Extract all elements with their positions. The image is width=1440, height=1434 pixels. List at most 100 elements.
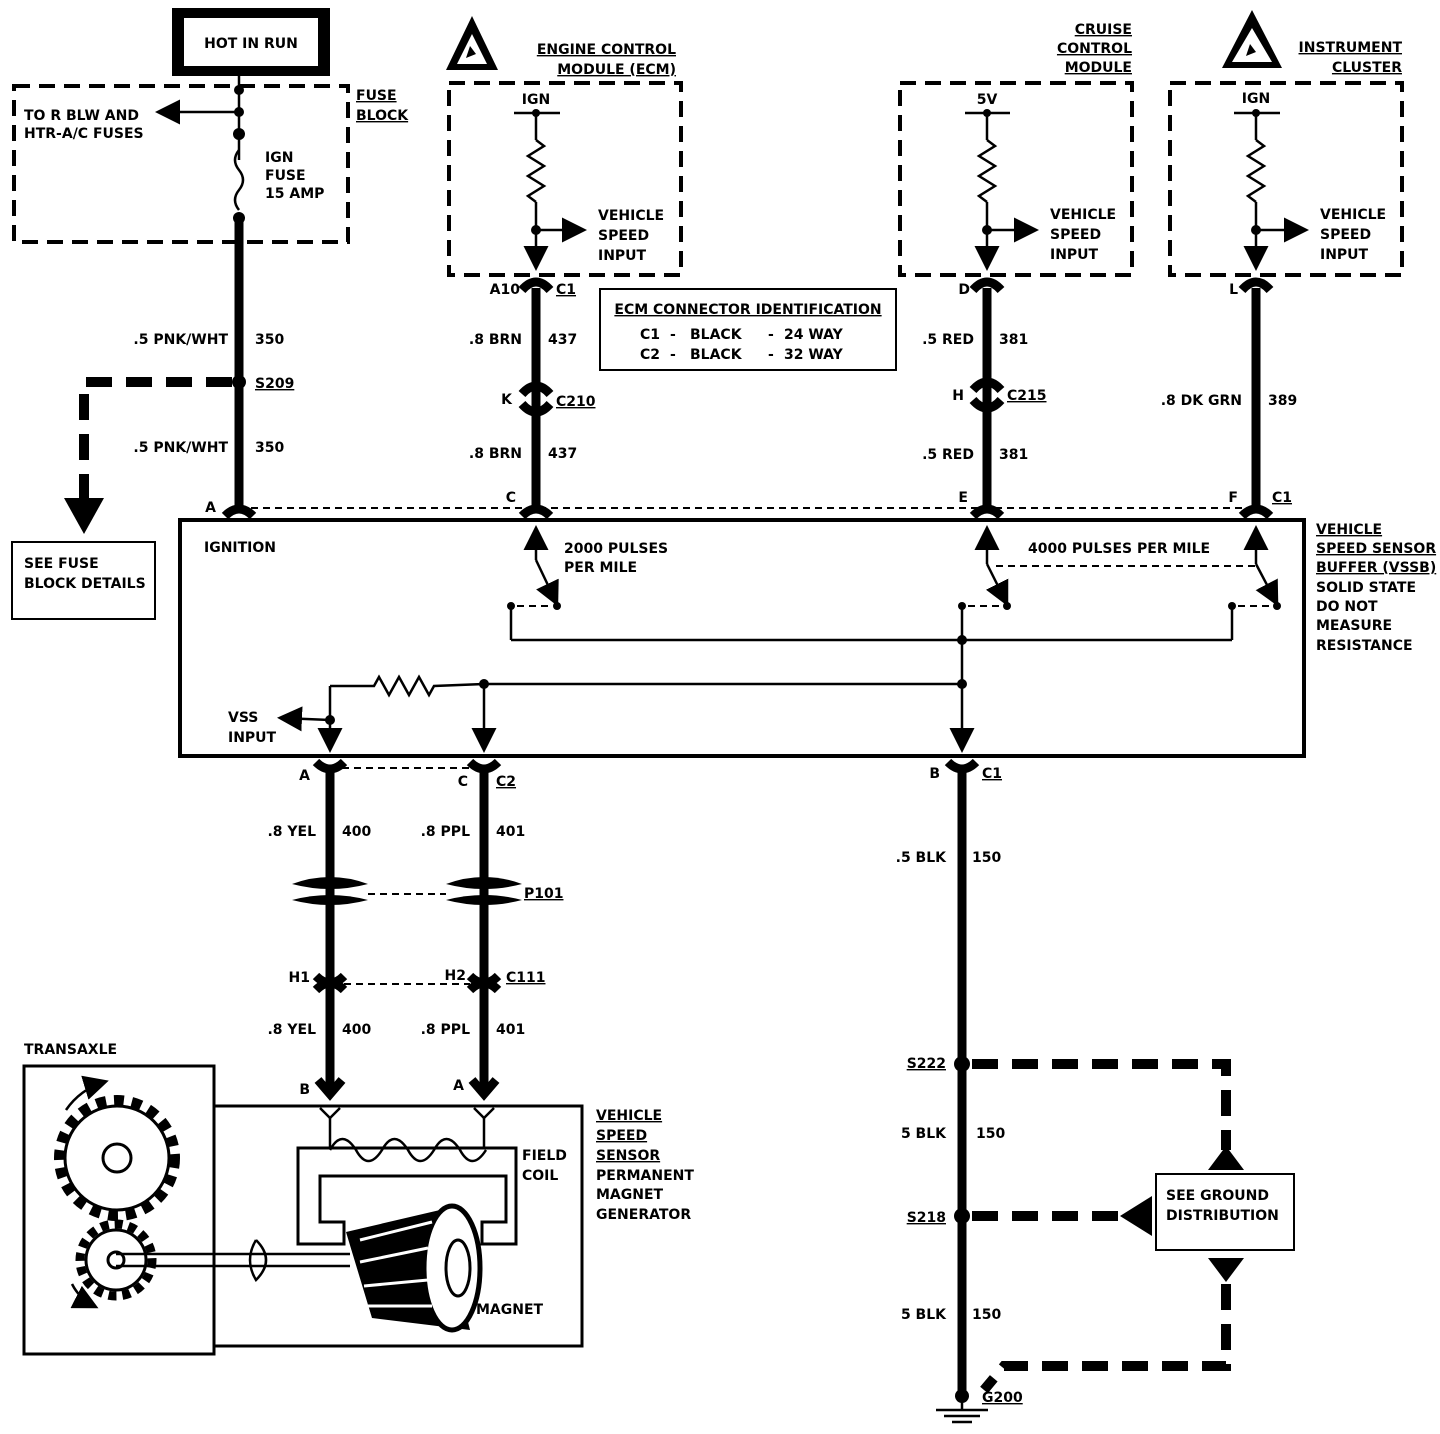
- ecm-id-r1-way: 24 WAY: [784, 327, 844, 343]
- gear-icon: [54, 1095, 180, 1221]
- wire-label-red1: .5 RED: [922, 332, 974, 348]
- see-ground-box: SEE GROUND DISTRIBUTION: [1155, 1173, 1295, 1251]
- vss-title-3: SENSOR: [596, 1148, 660, 1164]
- fuse-block: FUSE BLOCK TO R BLW AND HTR-A/C FUSES IG…: [12, 76, 409, 244]
- vss-title-6: GENERATOR: [596, 1207, 691, 1223]
- hot-in-run-box: HOT IN RUN: [172, 8, 330, 76]
- ecm-conn: C1: [556, 282, 576, 298]
- hot-in-run-label: HOT IN RUN: [204, 36, 298, 52]
- wire-num-blk1: 150: [972, 850, 1001, 866]
- fuse-block-title-2: BLOCK: [356, 108, 409, 124]
- connector-p101: P101: [292, 877, 563, 905]
- resistor-icon: [328, 674, 485, 720]
- wire-label-blk3: 5 BLK: [901, 1307, 947, 1323]
- wire-label-red2: .5 RED: [922, 447, 974, 463]
- wire-num-yel2: 400: [342, 1022, 371, 1038]
- ecm-supply: IGN: [522, 92, 550, 108]
- vssb-note-2: DO NOT: [1316, 599, 1378, 615]
- cluster-title-2: CLUSTER: [1332, 60, 1402, 76]
- vssb-p4000: 4000 PULSES PER MILE: [1028, 541, 1210, 557]
- see-ground-l2: DISTRIBUTION: [1166, 1208, 1279, 1224]
- wire-label-pnk1: .5 PNK/WHT: [133, 332, 228, 348]
- ecm-connector-id-box: ECM CONNECTOR IDENTIFICATION C1 - BLACK …: [599, 288, 897, 371]
- g200-label: G200: [982, 1390, 1023, 1406]
- esd-warning-icon: [1222, 10, 1282, 68]
- gear-icon: [75, 1219, 157, 1301]
- cruise-title-3: MODULE: [1065, 60, 1132, 76]
- magnet-icon: [346, 1203, 483, 1333]
- wire-num-ppl1: 401: [496, 824, 525, 840]
- vssb-note-3: MEASURE: [1316, 618, 1392, 634]
- wire-label-brn1: .8 BRN: [469, 332, 522, 348]
- wire-num-pnk2: 350: [255, 440, 284, 456]
- connector-c215: [969, 377, 1005, 413]
- cruise-title-1: CRUISE: [1075, 22, 1132, 38]
- cruise-title-2: CONTROL: [1057, 41, 1132, 57]
- resistor-icon: [976, 139, 998, 203]
- cluster-input-1: VEHICLE: [1320, 207, 1386, 223]
- cruise-supply: 5V: [977, 92, 998, 108]
- vssb-pin-e: E: [958, 490, 968, 506]
- wire-num-grn: 389: [1268, 393, 1297, 409]
- ground-icon: [936, 1396, 988, 1424]
- wire-num-ppl2: 401: [496, 1022, 525, 1038]
- wire-label-ppl1: .8 PPL: [421, 824, 470, 840]
- ecm-input-3: INPUT: [598, 248, 647, 264]
- vssb-title-2: SPEED SENSOR: [1316, 541, 1436, 557]
- fuse-block-title-1: FUSE: [356, 88, 397, 104]
- svg-text:-: -: [670, 327, 676, 343]
- vssb-vss-2: INPUT: [228, 730, 277, 746]
- c215-label: C215: [1007, 388, 1047, 404]
- cluster-title-1: INSTRUMENT: [1299, 40, 1403, 56]
- ecm-input-1: VEHICLE: [598, 208, 664, 224]
- cluster-supply: IGN: [1242, 91, 1270, 107]
- ecm-title-1: ENGINE CONTROL: [537, 42, 676, 58]
- cruise-input-3: INPUT: [1050, 247, 1099, 263]
- c215-pin: H: [952, 388, 964, 404]
- ecm-id-r1-color: BLACK: [690, 327, 743, 343]
- wire-label-pnk2: .5 PNK/WHT: [133, 440, 228, 456]
- vssb-pin-f: F: [1228, 490, 1238, 506]
- vssb-note-4: RESISTANCE: [1316, 638, 1413, 654]
- wire-label-yel2: .8 YEL: [267, 1022, 316, 1038]
- fuse-block-to-1: TO R BLW AND: [24, 108, 139, 124]
- splice-s218: [954, 1208, 970, 1224]
- ecm-input-2: SPEED: [598, 228, 649, 244]
- cruise-input-2: SPEED: [1050, 227, 1101, 243]
- wire-num-red2: 381: [999, 447, 1028, 463]
- resistor-icon: [525, 139, 547, 203]
- vssb-p2000-1: 2000 PULSES: [564, 541, 668, 557]
- vssb-pin-a: A: [205, 500, 216, 516]
- ecm-id-r2-c: C2: [640, 347, 660, 363]
- wire-num-red1: 381: [999, 332, 1028, 348]
- vss-title-2: SPEED: [596, 1128, 647, 1144]
- vssb-ignition: IGNITION: [204, 540, 276, 556]
- wire-num-blk3: 150: [972, 1307, 1001, 1323]
- see-fuse-l2: BLOCK DETAILS: [24, 576, 146, 592]
- ecm-id-title: ECM CONNECTOR IDENTIFICATION: [614, 302, 881, 318]
- see-fuse-l1: SEE FUSE: [24, 556, 99, 572]
- p101-label: P101: [524, 886, 563, 902]
- ecm-module: ENGINE CONTROL MODULE (ECM) IGN VEHICLE …: [446, 16, 683, 277]
- s218-label: S218: [907, 1210, 946, 1226]
- splice-s222: [954, 1056, 970, 1072]
- resistor-icon: [1245, 139, 1267, 203]
- svg-text:-: -: [768, 347, 774, 363]
- vss-title-5: MAGNET: [596, 1187, 664, 1203]
- vss-title-4: PERMANENT: [596, 1168, 694, 1184]
- vssb-module: A C E F C1 IGNITION 2000 PULSES PER MILE…: [178, 490, 1436, 790]
- s209-label: S209: [255, 376, 294, 392]
- cruise-input-1: VEHICLE: [1050, 207, 1116, 223]
- svg-text:-: -: [670, 347, 676, 363]
- see-fuse-box: SEE FUSE BLOCK DETAILS: [11, 541, 156, 620]
- wire-num-pnk1: 350: [255, 332, 284, 348]
- connector-c210: [518, 381, 554, 417]
- c210-label: C210: [556, 394, 596, 410]
- vssb-bot-b: B: [929, 766, 940, 782]
- vssb-p2000-2: PER MILE: [564, 560, 637, 576]
- s222-label: S222: [907, 1056, 946, 1072]
- ecm-title-2: MODULE (ECM): [557, 62, 676, 78]
- wire-label-brn2: .8 BRN: [469, 446, 522, 462]
- wire-label-blk2: 5 BLK: [901, 1126, 947, 1142]
